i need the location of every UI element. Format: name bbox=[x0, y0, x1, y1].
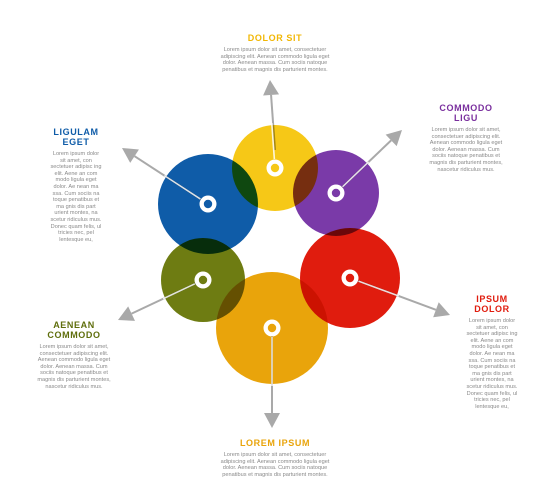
arrow-inner-top bbox=[270, 123, 276, 160]
label-top-title: DOLOR SIT bbox=[247, 33, 303, 43]
label-bottom-title: LOREM IPSUM bbox=[239, 438, 311, 448]
arrow-head-top-left bbox=[122, 148, 139, 163]
marker-dot-bottom-right bbox=[345, 273, 355, 283]
label-bottom: LOREM IPSUM Lorem ipsum dolor sit amet, … bbox=[200, 438, 350, 478]
arrow-head-bottom-right bbox=[433, 302, 450, 318]
label-bottom-left: AENEAN COMMODO Lorem ipsum dolor sit ame… bbox=[28, 320, 120, 390]
arrow-inner-top-left bbox=[163, 174, 201, 200]
marker-dot-top-left bbox=[203, 199, 213, 209]
arrow-head-bottom-left bbox=[118, 306, 135, 321]
arrow-inner-bottom-left bbox=[162, 283, 196, 300]
arrow-head-bottom bbox=[264, 413, 280, 428]
label-bottom-right-title: IPSUM DOLOR bbox=[474, 294, 510, 314]
label-top-right-title: COMMODO LIGU bbox=[439, 103, 493, 123]
marker-dot-bottom-left bbox=[198, 275, 208, 285]
label-top-right-body: Lorem ipsum dolor sit amet, consectetuer… bbox=[429, 127, 503, 173]
label-bottom-left-title: AENEAN COMMODO bbox=[47, 320, 101, 340]
label-top-left: LIGULAM EGET Lorem ipsum dolor sit amet,… bbox=[44, 127, 108, 243]
label-bottom-right: IPSUM DOLOR Lorem ipsum dolor sit amet, … bbox=[461, 294, 523, 410]
label-bottom-right-body: Lorem ipsum dolor sit amet, con sectetue… bbox=[466, 318, 518, 410]
marker-dot-bottom bbox=[267, 323, 277, 333]
label-top-left-title: LIGULAM EGET bbox=[53, 127, 99, 147]
label-bottom-body: Lorem ipsum dolor sit amet, consectetuer… bbox=[220, 452, 330, 478]
label-bottom-left-body: Lorem ipsum dolor sit amet, consectetuer… bbox=[37, 344, 111, 390]
arrow-head-top-right bbox=[385, 130, 402, 147]
label-top-left-body: Lorem ipsum dolor sit amet, con sectetue… bbox=[50, 151, 102, 243]
label-top-body: Lorem ipsum dolor sit amet, consectetuer… bbox=[220, 47, 330, 73]
label-top-right: COMMODO LIGU Lorem ipsum dolor sit amet,… bbox=[420, 103, 512, 173]
arrow-inner-top-right bbox=[341, 161, 370, 188]
label-top: DOLOR SIT Lorem ipsum dolor sit amet, co… bbox=[200, 33, 350, 73]
arrow-inner-bottom-right bbox=[358, 280, 400, 297]
arrow-head-top bbox=[263, 80, 280, 96]
marker-dot-top-right bbox=[331, 188, 341, 198]
marker-dot-top bbox=[270, 163, 280, 173]
